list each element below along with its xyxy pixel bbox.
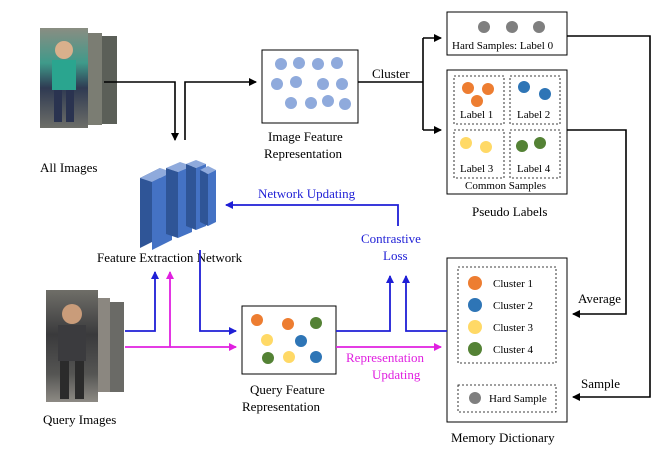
memory-dictionary-box <box>446 257 568 423</box>
arrow-network-to-query-feature <box>199 250 237 335</box>
mem-cluster-2: Cluster 2 <box>493 300 533 312</box>
cnn-network-icon <box>140 160 216 250</box>
network-updating-label: Network Updating <box>258 186 356 201</box>
image-feature-label-1: Image Feature <box>268 129 343 144</box>
label-4-text: Label 4 <box>517 163 551 175</box>
label-3-text: Label 3 <box>460 163 494 175</box>
hard-samples-box <box>446 11 568 56</box>
cnn-block <box>200 166 216 226</box>
black-arrows <box>104 34 651 401</box>
query-images-stack <box>46 290 124 402</box>
image-feature-box <box>261 49 359 124</box>
label-2-text: Label 2 <box>517 109 550 121</box>
contrastive-label-2: Loss <box>383 248 408 263</box>
mem-cluster-3: Cluster 3 <box>493 322 534 334</box>
query-feature-box <box>241 305 337 375</box>
arrow-network-updating <box>225 201 399 226</box>
memory-dictionary-label: Memory Dictionary <box>451 430 555 445</box>
representation-label-1: Representation <box>346 350 424 365</box>
arrow-query-magenta-up <box>125 271 174 348</box>
mem-cluster-1: Cluster 1 <box>493 278 533 290</box>
image-feature-label-2: Representation <box>264 146 342 161</box>
feature-extraction-label: Feature Extraction Network <box>97 250 243 265</box>
hard-samples-label: Hard Samples: Label 0 <box>452 40 554 52</box>
arrow-average <box>567 129 627 318</box>
query-feature-label-2: Representation <box>242 399 320 414</box>
blue-arrows <box>125 201 447 335</box>
query-images-label: Query Images <box>43 412 116 427</box>
magenta-arrows <box>125 271 442 351</box>
label-1-text: Label 1 <box>460 109 493 121</box>
mem-cluster-4: Cluster 4 <box>493 344 534 356</box>
arrow-query-to-network <box>125 271 159 332</box>
query-feature-label-1: Query Feature <box>250 382 325 397</box>
arrow-network-to-image-feature <box>184 78 257 140</box>
all-images-stack <box>40 28 117 128</box>
common-samples-label: Common Samples <box>465 180 546 192</box>
arrow-sample <box>567 35 651 401</box>
pseudo-labels-label: Pseudo Labels <box>472 204 547 219</box>
arrow-images-to-network <box>104 81 179 141</box>
representation-label-2: Updating <box>372 367 421 382</box>
average-label: Average <box>578 291 621 306</box>
common-samples-box <box>446 69 568 195</box>
mem-hard-sample: Hard Sample <box>489 393 547 405</box>
cluster-label: Cluster <box>372 66 410 81</box>
all-images-label: All Images <box>40 160 97 175</box>
contrastive-label-1: Contrastive <box>361 231 421 246</box>
sample-label: Sample <box>581 376 620 391</box>
arrow-query-feature-to-loss <box>336 275 394 332</box>
arrow-memory-to-loss <box>402 275 447 332</box>
